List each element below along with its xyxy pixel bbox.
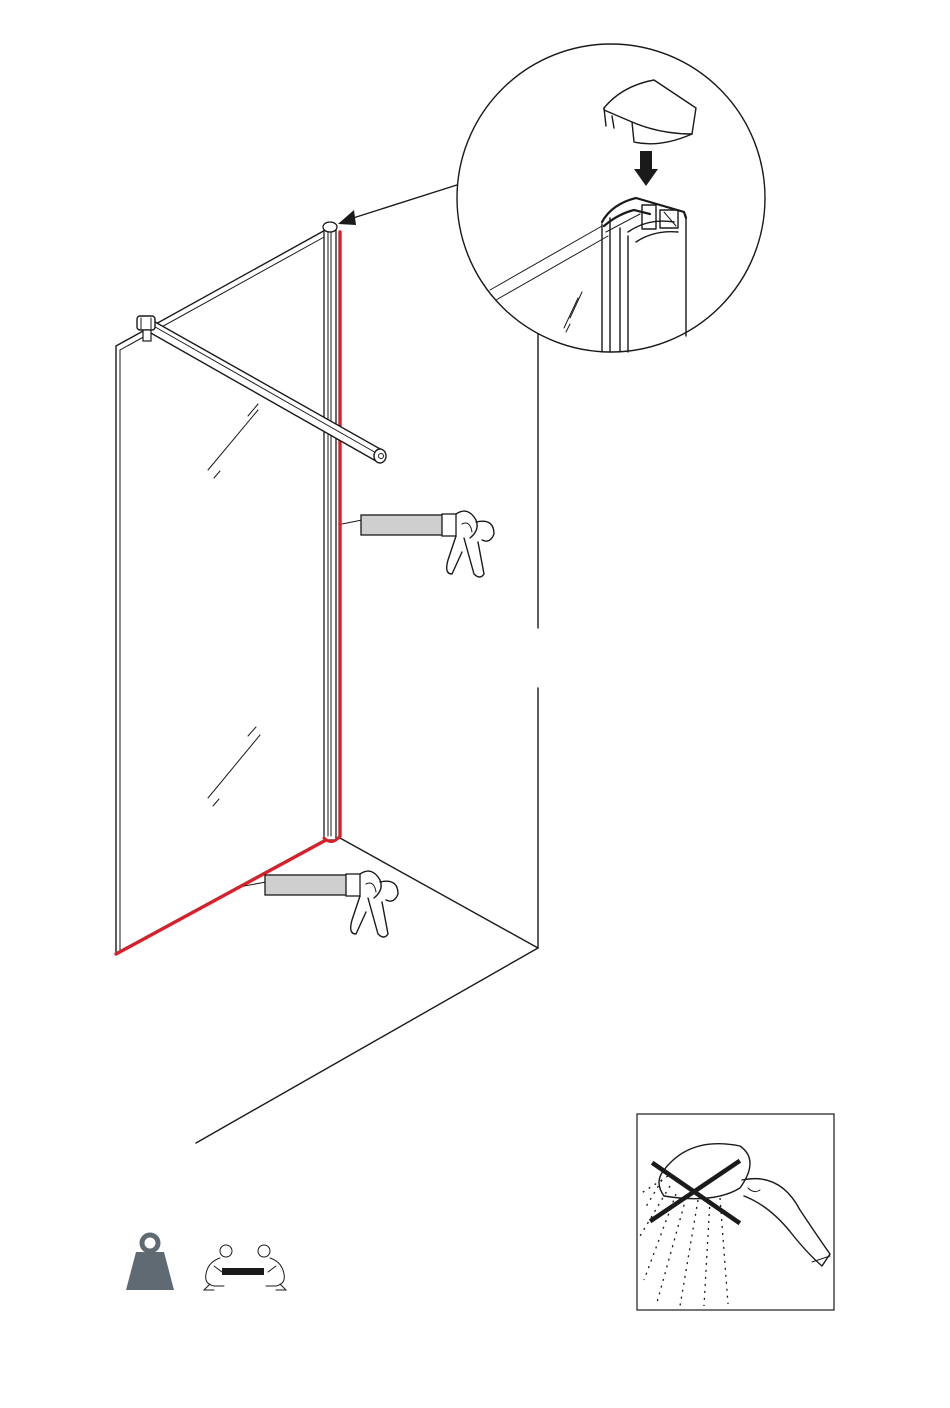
weight-icon	[126, 1235, 174, 1290]
caulk-tube	[361, 515, 445, 535]
callout-arrowhead	[338, 210, 356, 225]
no-water-spray-icon	[637, 1114, 834, 1310]
caulk-tube	[265, 875, 349, 895]
lifted-panel	[222, 1268, 264, 1275]
wall-profile-body	[324, 228, 336, 840]
floor-front-edge	[196, 948, 538, 1143]
detail-callout	[338, 44, 765, 352]
caulking-gun-icon	[342, 511, 494, 577]
detail-circle	[457, 44, 765, 352]
wall-profile	[323, 222, 337, 840]
two-person-lift-icon	[204, 1245, 286, 1290]
end-cap	[323, 222, 337, 232]
callout-leader-line	[350, 184, 460, 219]
stabilizer-bar-end-cap	[374, 449, 386, 463]
caulking-gun-icon	[244, 871, 398, 937]
floor-back-edge	[340, 838, 538, 948]
